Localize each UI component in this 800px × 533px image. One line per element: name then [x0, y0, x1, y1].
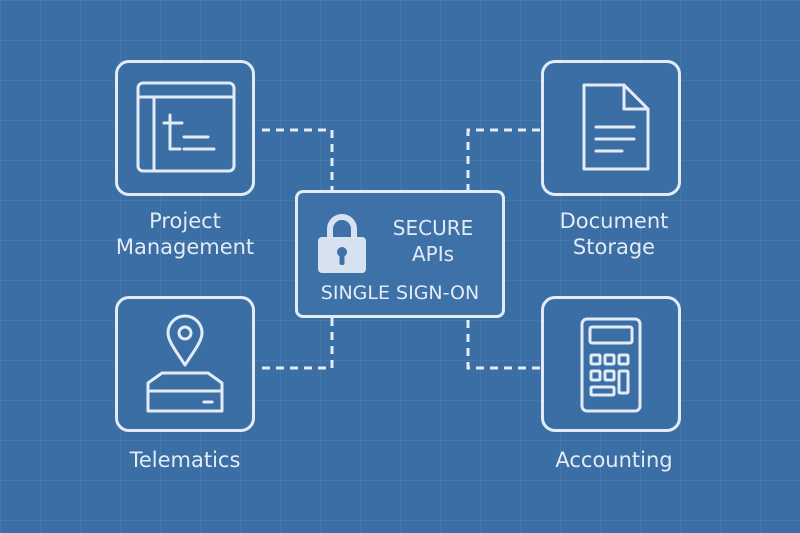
hub-subtitle: SINGLE SIGN-ON [320, 282, 480, 304]
hub-title: SECURE APIs [392, 216, 474, 266]
connector-document-storage [466, 128, 540, 190]
accounting-label: Accounting [555, 448, 673, 472]
connector-project-management [262, 128, 334, 190]
accounting-tile[interactable] [541, 296, 681, 432]
location-pin-device-icon [146, 314, 224, 413]
document-storage-label: Document Storage [559, 209, 669, 259]
secure-api-hub[interactable]: SECURE APIs SINGLE SIGN-ON [295, 190, 505, 318]
calculator-icon [580, 317, 642, 413]
project-management-label: Project Management [115, 209, 255, 259]
connector-telematics [262, 318, 334, 370]
document-storage-tile[interactable] [541, 60, 681, 196]
project-management-tile[interactable] [115, 60, 255, 196]
padlock-icon [318, 214, 366, 273]
gantt-window-icon [136, 81, 236, 173]
connector-accounting [466, 318, 540, 370]
document-icon [582, 83, 650, 171]
telematics-label: Telematics [129, 448, 241, 472]
telematics-tile[interactable] [115, 296, 255, 432]
